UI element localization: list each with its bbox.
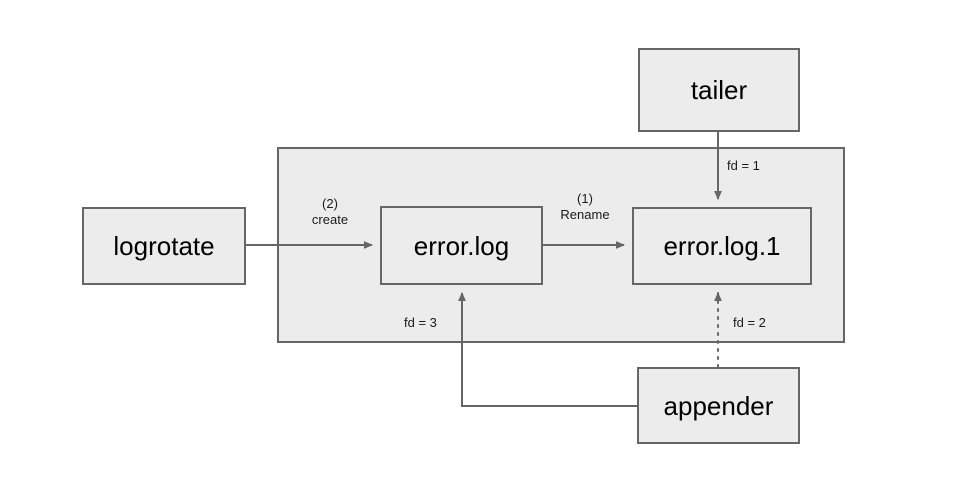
edge-label-create-line2: create xyxy=(311,212,349,228)
node-appender[interactable]: appender xyxy=(637,367,800,444)
edge-label-fd1-text: fd = 1 xyxy=(727,158,760,173)
edge-label-rename: (1) Rename xyxy=(553,191,617,224)
edge-label-rename-line2: Rename xyxy=(560,207,610,223)
node-error-log[interactable]: error.log xyxy=(380,206,543,285)
edge-label-fd2-text: fd = 2 xyxy=(733,315,766,330)
node-error-log-1[interactable]: error.log.1 xyxy=(632,207,812,285)
node-error-log-1-label: error.log.1 xyxy=(663,231,781,261)
edge-label-create: (2) create xyxy=(300,196,360,229)
edge-label-create-line1: (2) xyxy=(322,196,338,211)
edge-label-rename-line1: (1) xyxy=(577,191,593,206)
node-tailer-label: tailer xyxy=(690,75,748,105)
node-appender-label: appender xyxy=(663,390,774,421)
edge-fd3-line xyxy=(458,292,637,407)
edge-label-fd3: fd = 3 xyxy=(404,315,437,331)
edge-label-fd2: fd = 2 xyxy=(733,315,766,331)
node-logrotate-label: logrotate xyxy=(113,231,215,261)
edge-label-fd3-text: fd = 3 xyxy=(404,315,437,330)
node-tailer[interactable]: tailer xyxy=(638,48,800,132)
node-logrotate[interactable]: logrotate xyxy=(82,207,246,285)
node-error-log-label: error.log xyxy=(413,230,510,261)
edge-label-fd1: fd = 1 xyxy=(727,158,760,174)
